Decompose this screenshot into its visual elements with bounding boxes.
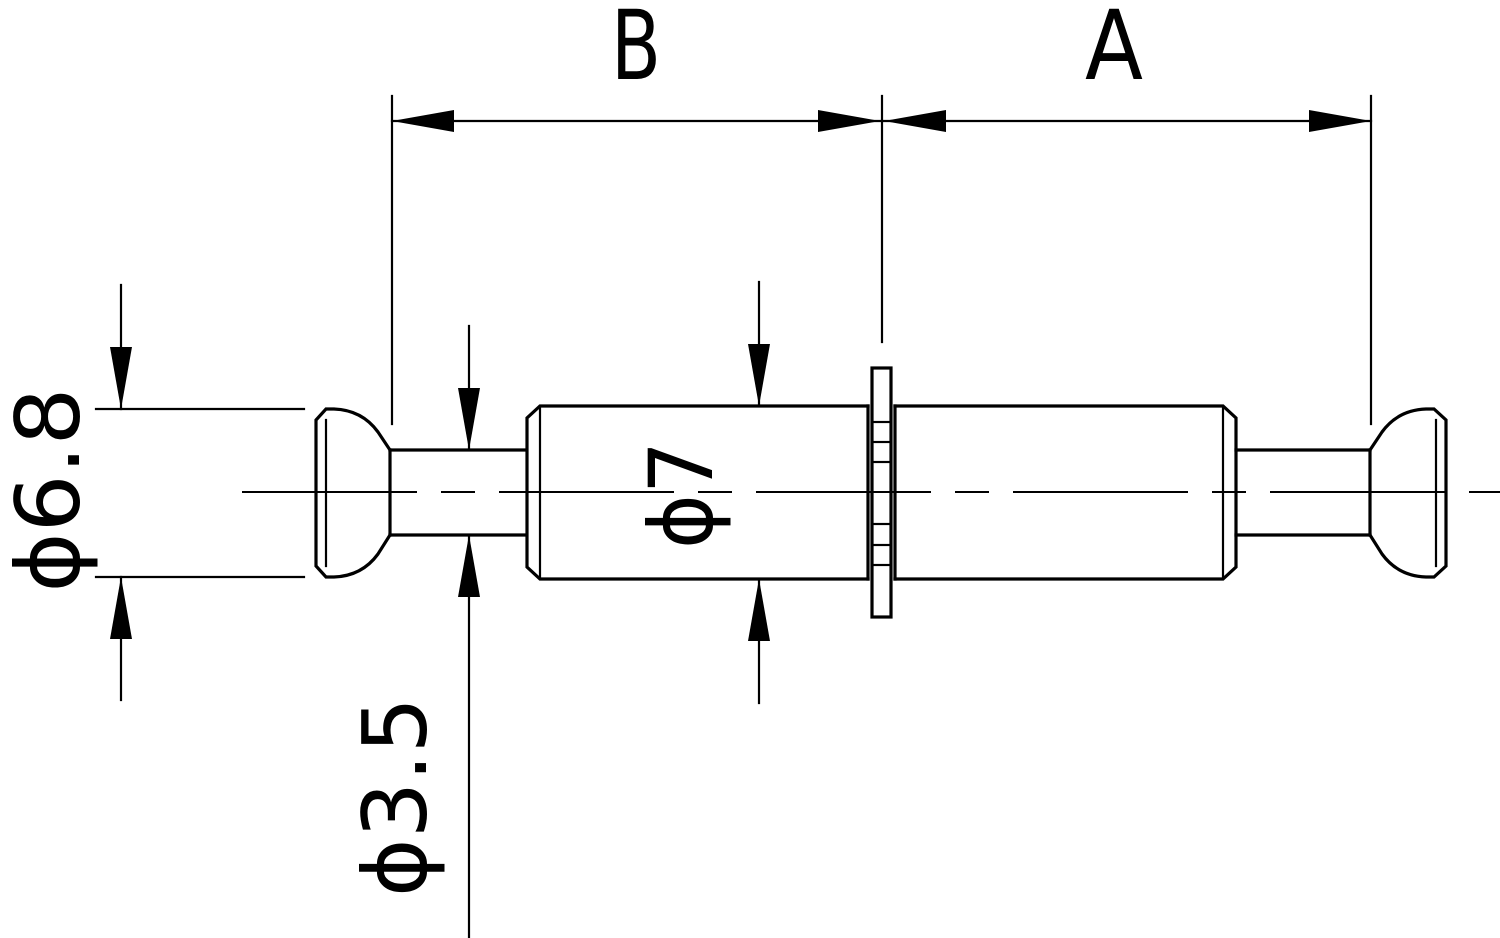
arrowhead xyxy=(1309,110,1371,132)
arrowhead xyxy=(458,388,480,450)
head-diameter-dimension: ϕ6.8 xyxy=(0,283,306,702)
left-head xyxy=(314,407,393,579)
dimension-label-body-diameter: ϕ7 xyxy=(630,441,733,549)
neck-diameter-dimension: ϕ3.5 xyxy=(344,324,480,938)
left-body xyxy=(525,404,870,581)
arrowhead xyxy=(748,344,770,406)
length-dimensions: B A xyxy=(390,0,1373,426)
dimension-label-neck-diameter: ϕ3.5 xyxy=(344,697,447,897)
arrowhead xyxy=(458,535,480,597)
dimension-label-a: A xyxy=(1085,0,1143,102)
right-head xyxy=(1367,407,1448,579)
arrowhead xyxy=(110,577,132,639)
arrowhead xyxy=(110,347,132,409)
arrowhead xyxy=(392,110,454,132)
arrowhead xyxy=(884,110,946,132)
arrowhead xyxy=(748,579,770,641)
dimension-label-b: B xyxy=(611,0,661,102)
collar-tooth xyxy=(870,543,893,567)
collar-tooth xyxy=(870,460,893,526)
collar-tooth xyxy=(870,420,893,444)
dowel-outline xyxy=(314,366,1448,619)
dimension-label-head-diameter: ϕ6.8 xyxy=(0,388,100,593)
right-body xyxy=(893,404,1238,581)
body-diameter-dimension: ϕ7 xyxy=(630,280,770,705)
arrowhead xyxy=(818,110,880,132)
